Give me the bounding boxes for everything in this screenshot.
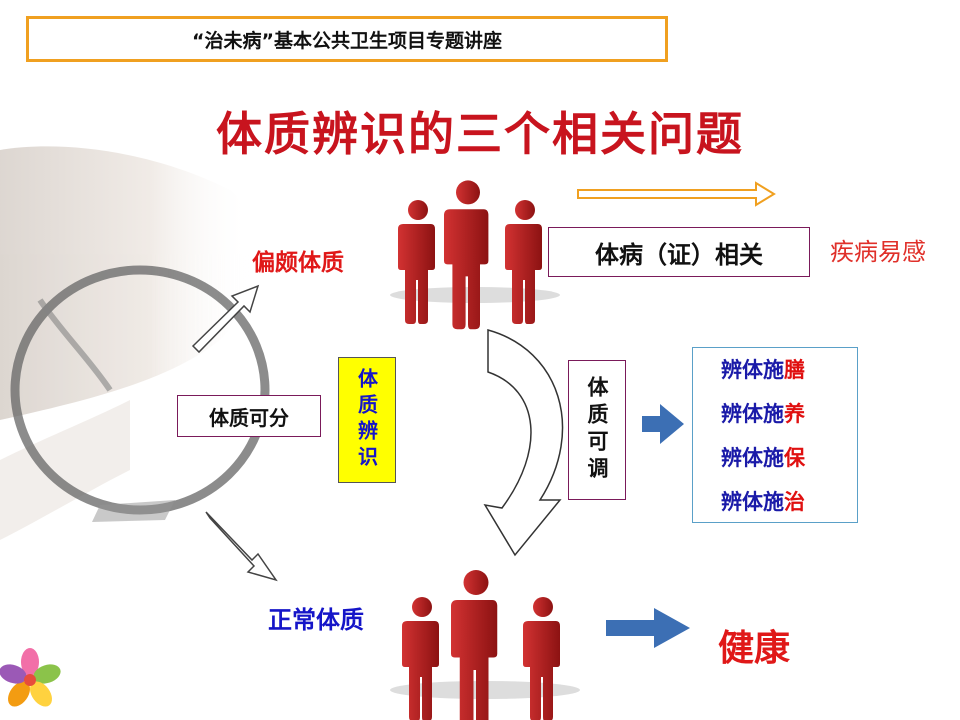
page-title: 体质辨识的三个相关问题	[216, 107, 744, 161]
person-figure-icon	[505, 200, 542, 324]
person-figure-icon	[444, 180, 489, 330]
flower-logo-icon	[0, 648, 61, 707]
box-separable: 体质可分	[177, 395, 321, 437]
person-figure-icon	[398, 200, 435, 324]
box-adjustable: 体质可调	[568, 360, 626, 500]
down-arrow-icon	[205, 511, 278, 582]
label-biased-constitution: 偏颇体质	[252, 250, 344, 276]
header-title: “治未病”基本公共卫生项目专题讲座	[26, 16, 668, 62]
blue-arrow-small-icon	[642, 404, 684, 444]
person-figure-icon	[523, 597, 560, 720]
list-item: 辨体施保	[721, 446, 805, 470]
person-group-bottom	[390, 570, 580, 720]
stethoscope-hand-icon	[0, 146, 270, 540]
label-health: 健康	[718, 628, 791, 669]
list-item: 辨体施治	[721, 490, 805, 514]
up-arrow-icon	[191, 284, 260, 354]
blue-arrow-large-icon	[606, 608, 690, 648]
person-group-top	[390, 180, 560, 330]
orange-arrow-icon	[577, 181, 776, 207]
box-disease-related: 体病（证）相关	[548, 227, 810, 277]
list-item: 辨体施膳	[721, 358, 805, 382]
curved-arrow-icon	[483, 329, 564, 557]
box-identification: 体质辨识	[338, 357, 396, 483]
label-normal-constitution: 正常体质	[268, 606, 364, 634]
methods-list: 辨体施膳 辨体施养 辨体施保 辨体施治	[692, 347, 858, 523]
person-figure-icon	[402, 597, 439, 720]
list-item: 辨体施养	[721, 402, 805, 426]
label-disease-susceptible: 疾病易感	[830, 238, 926, 266]
